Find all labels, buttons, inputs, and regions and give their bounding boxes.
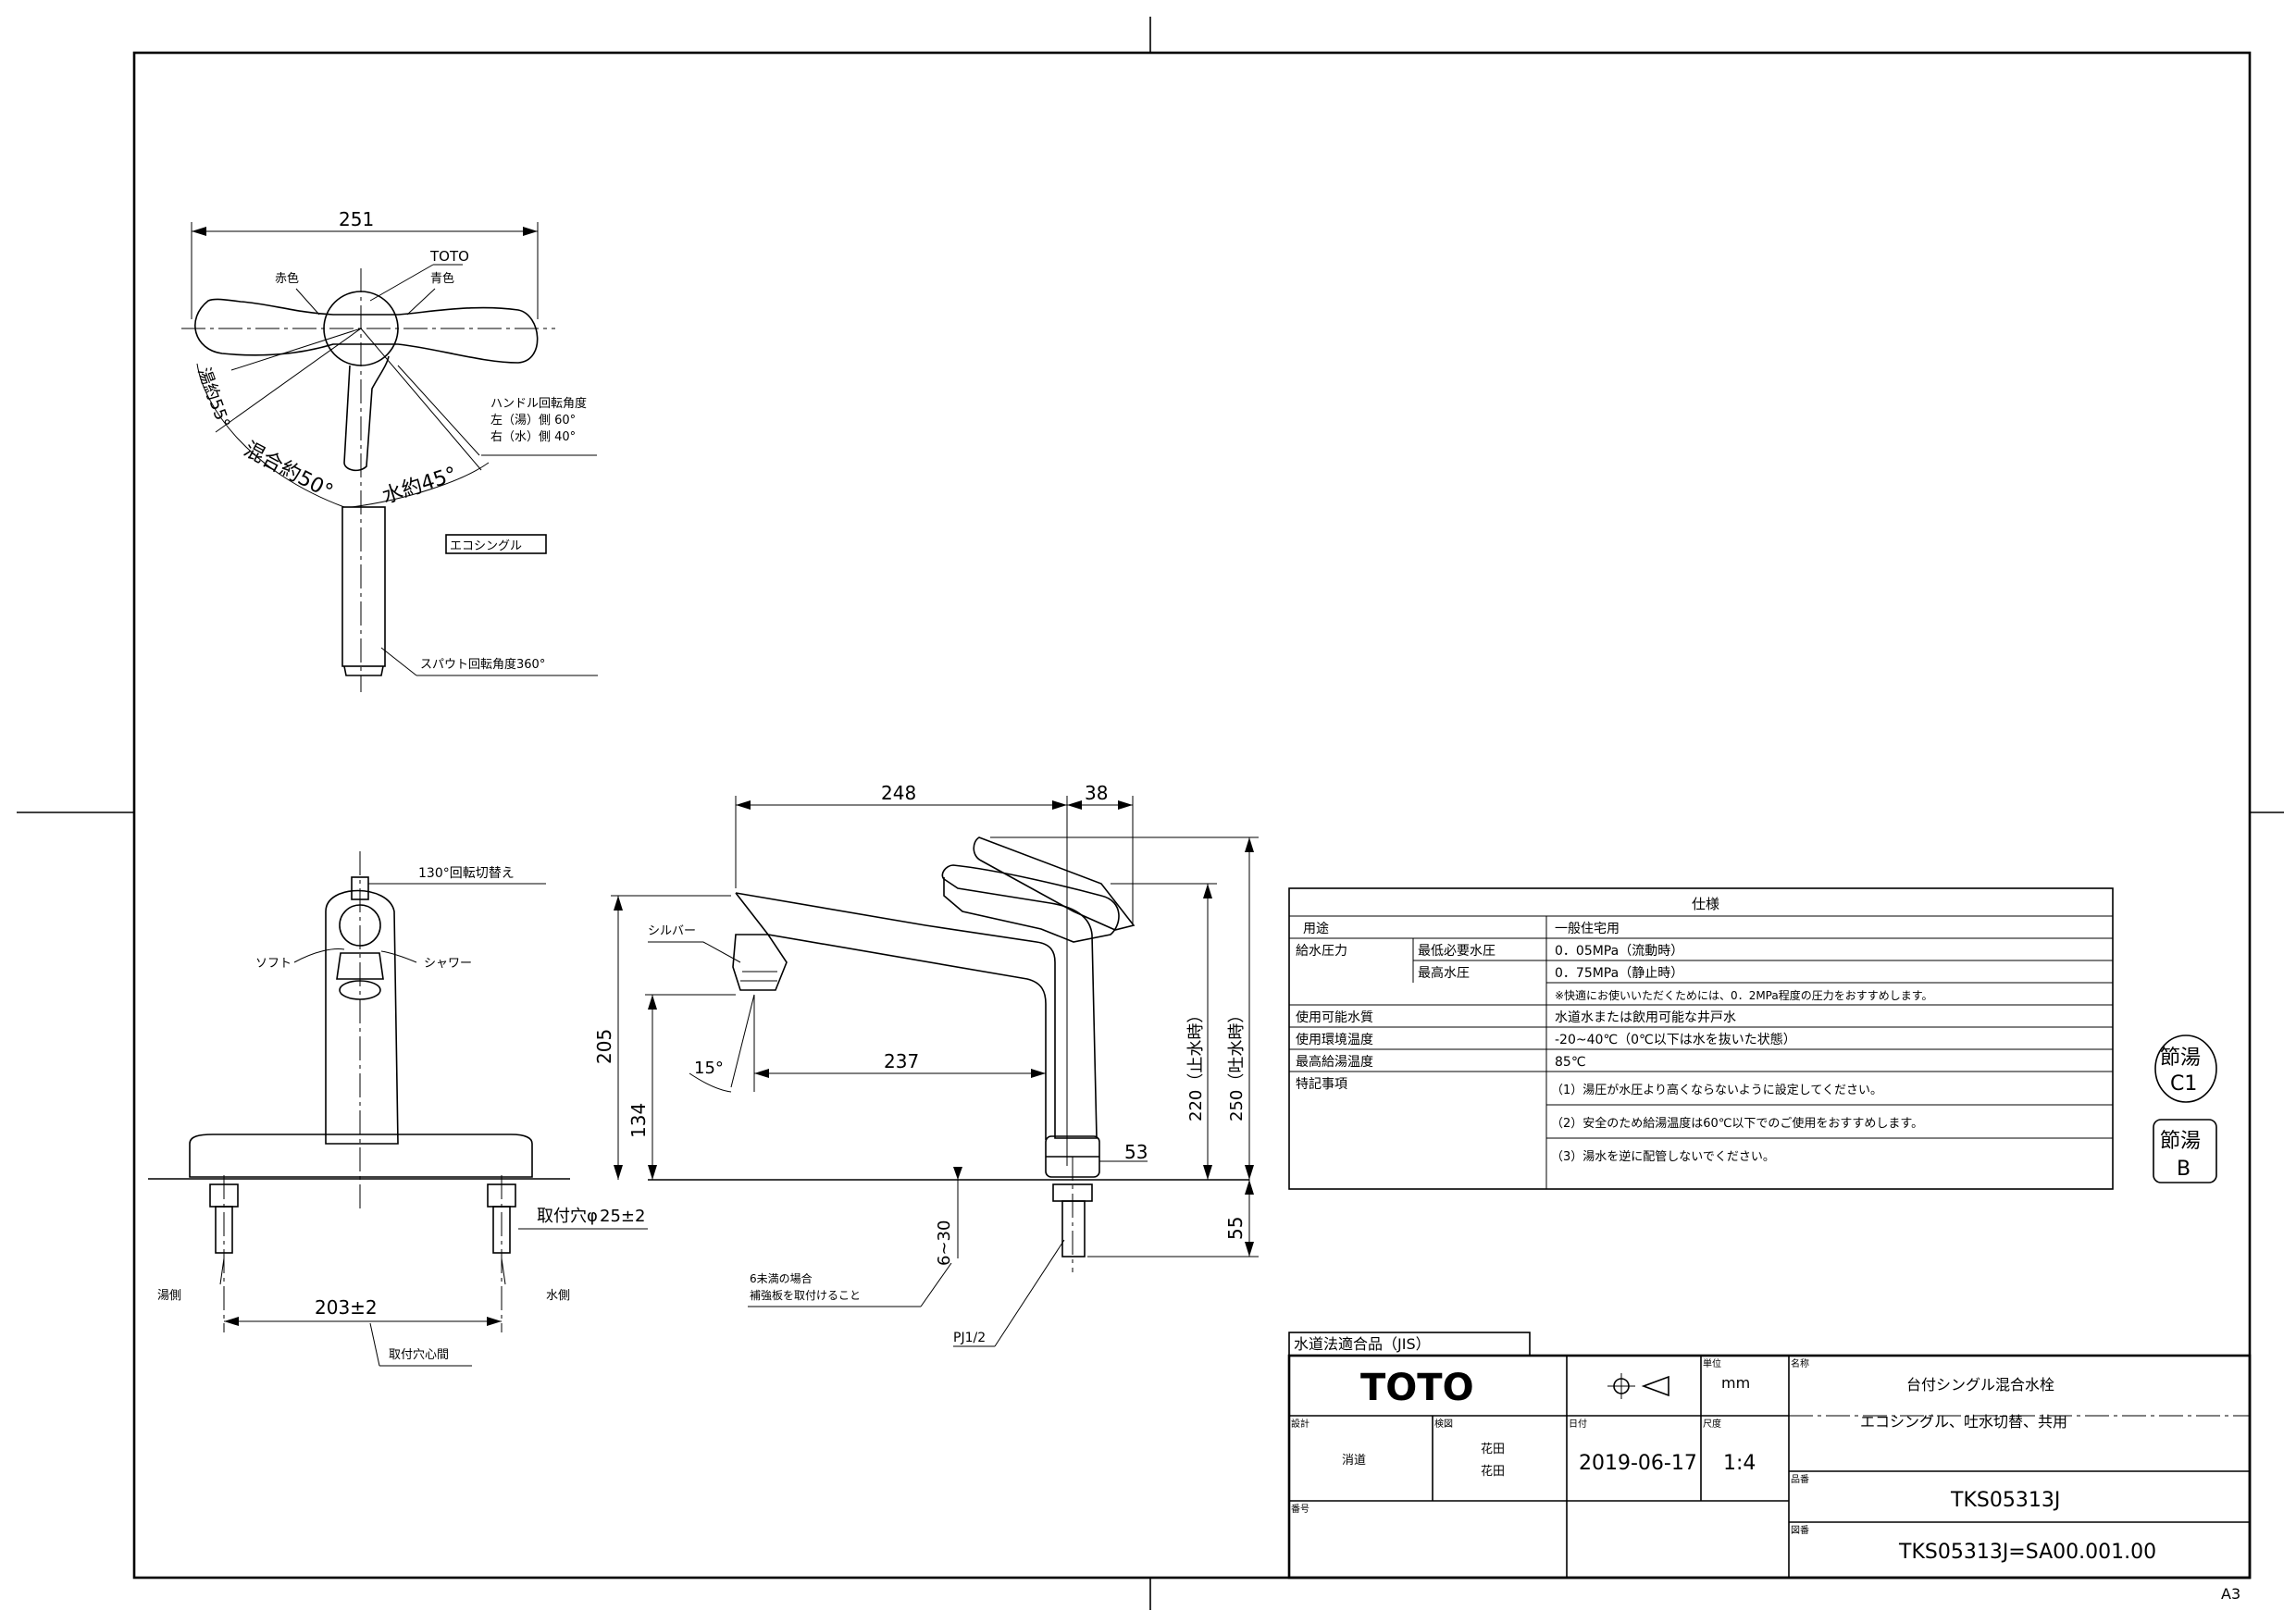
date-label: 日付 bbox=[1569, 1418, 1587, 1430]
soft-label: ソフト bbox=[255, 957, 292, 971]
spec-row-8-label: 特記事項 bbox=[1296, 1076, 1347, 1092]
scale-value: 1:4 bbox=[1723, 1452, 1756, 1475]
dim-250: 250（吐水時） bbox=[1227, 1007, 1247, 1121]
mix-angle-label: 混合約50° bbox=[240, 438, 336, 503]
designer-label: 設計 bbox=[1291, 1418, 1309, 1430]
checker-name-2: 花田 bbox=[1481, 1464, 1505, 1479]
model-label-tb: 品番 bbox=[1791, 1474, 1809, 1485]
mount-hole-value: 25±2 bbox=[600, 1207, 645, 1226]
spec-row-7-label: 最高給湯温度 bbox=[1296, 1054, 1373, 1070]
checker-label: 検図 bbox=[1434, 1418, 1453, 1430]
spec-row-9-value: （2）安全のため給湯温度は60℃以下でのご使用をおすすめします。 bbox=[1551, 1116, 1923, 1131]
drawing-label: 図番 bbox=[1791, 1525, 1809, 1536]
spec-row-1-label: 用途 bbox=[1303, 921, 1329, 936]
checker-name-1: 花田 bbox=[1481, 1442, 1505, 1456]
badge-1-top: 節湯 bbox=[2160, 1047, 2201, 1070]
hot-angle-label: 湯約55° bbox=[193, 365, 233, 431]
spec-row-3-sub: 最高水圧 bbox=[1418, 965, 1470, 981]
sheet-size-label: A3 bbox=[2221, 1585, 2240, 1603]
dim-251: 251 bbox=[339, 208, 374, 230]
switch-note: 130°回転切替え bbox=[418, 866, 515, 881]
spec-row-6-label: 使用環境温度 bbox=[1296, 1032, 1373, 1047]
dim-237: 237 bbox=[884, 1050, 919, 1072]
drawing-frame bbox=[17, 17, 2284, 1610]
dim-220: 220（止水時） bbox=[1186, 1007, 1206, 1121]
drawing-number: TKS05313J=SA00.001.00 bbox=[1898, 1541, 2156, 1564]
shower-label: シャワー bbox=[424, 957, 472, 971]
dim-134: 134 bbox=[627, 1103, 650, 1138]
spec-row-5-value: 水道水または飲用可能な井戸水 bbox=[1555, 1010, 1736, 1025]
setsuyu-c1-badge: 節湯 C1 bbox=[2154, 1035, 2217, 1103]
cold-color-label: 青色 bbox=[430, 271, 454, 286]
dim-38: 38 bbox=[1085, 782, 1108, 804]
toto-logo: TOTO bbox=[1360, 1367, 1474, 1409]
hot-color-label: 赤色 bbox=[275, 271, 299, 286]
spec-row-2-sub: 最低必要水圧 bbox=[1418, 944, 1496, 959]
spec-row-5-label: 使用可能水質 bbox=[1296, 1010, 1373, 1025]
model-number: TKS05313J bbox=[1950, 1489, 2060, 1512]
name-label: 名称 bbox=[1791, 1357, 1809, 1369]
handle-rotation-note-1: ハンドル回転角度 bbox=[490, 396, 587, 411]
spec-row-6-value: -20~40℃（0℃以下は水を抜いた状態） bbox=[1555, 1033, 1796, 1047]
unit-label: 単位 bbox=[1703, 1357, 1721, 1369]
spec-row-4-value: ※快適にお使いいただくためには、0．2MPa程度の圧力をおすすめします。 bbox=[1555, 988, 1933, 1002]
dim-248: 248 bbox=[881, 782, 916, 804]
dim-55: 55 bbox=[1224, 1217, 1247, 1240]
date-value: 2019-06-17 bbox=[1579, 1452, 1697, 1475]
setsuyu-b-badge: 節湯 B bbox=[2153, 1119, 2217, 1183]
scale-label: 尺度 bbox=[1703, 1418, 1721, 1430]
title-block: 水道法適合品（JIS） TOTO 単位 mm 名称 台付シングル混合水栓 エコシ… bbox=[1287, 1332, 2252, 1580]
jis-label: 水道法適合品（JIS） bbox=[1294, 1335, 1431, 1353]
hole-center-label: 取付穴心間 bbox=[389, 1348, 449, 1362]
spec-title: 仕様 bbox=[1692, 896, 1719, 912]
spec-row-2-label: 給水圧力 bbox=[1296, 944, 1347, 959]
spec-row-8-value: （1）湯圧が水圧より高くならないように設定してください。 bbox=[1551, 1083, 1882, 1097]
badge-1-bottom: C1 bbox=[2170, 1072, 2197, 1096]
product-name-sub: エコシングル、吐水切替、共用 bbox=[1860, 1413, 2067, 1431]
dim-205: 205 bbox=[593, 1029, 615, 1064]
number-label: 番号 bbox=[1291, 1504, 1309, 1515]
spec-row-7-value: 85℃ bbox=[1555, 1055, 1586, 1070]
badge-2-bottom: B bbox=[2177, 1158, 2191, 1181]
unit-value: mm bbox=[1721, 1374, 1750, 1392]
angle-15: 15° bbox=[694, 1059, 724, 1078]
handle-rotation-note-3: 右（水）側 40° bbox=[490, 430, 576, 444]
spec-row-3-value: 0．75MPa（静止時） bbox=[1555, 966, 1683, 981]
connection-label: PJ1/2 bbox=[953, 1331, 986, 1345]
handle-rotation-note-2: 左（湯）側 60° bbox=[490, 414, 576, 427]
spec-row-10-value: （3）湯水を逆に配管しないでください。 bbox=[1551, 1149, 1775, 1164]
silver-label: シルバー bbox=[648, 924, 696, 938]
side-view: 248 38 シルバー 205 134 237 bbox=[593, 782, 1259, 1347]
reinforcement-note-1: 6未満の場合 bbox=[750, 1271, 813, 1285]
spec-row-2-value: 0．05MPa（流動時） bbox=[1555, 944, 1683, 959]
reinforcement-note-2: 補強板を取付けること bbox=[750, 1289, 861, 1302]
product-name: 台付シングル混合水栓 bbox=[1906, 1376, 2054, 1394]
cold-angle-label: 水約45° bbox=[379, 463, 460, 508]
designer-name: 消道 bbox=[1342, 1454, 1366, 1468]
pitch-dim: 203±2 bbox=[315, 1296, 378, 1319]
spout-rotation-label: スパウト回転角度360° bbox=[420, 657, 545, 672]
spec-row-1-value: 一般住宅用 bbox=[1555, 922, 1620, 936]
thickness-dim: 6~30 bbox=[935, 1220, 954, 1266]
spec-table: 仕様 用途 一般住宅用 給水圧力 最低必要水圧 0．05MPa（流動時） 最高水… bbox=[1288, 887, 2114, 1190]
badge-2-top: 節湯 bbox=[2160, 1130, 2201, 1153]
model-label: エコシングル bbox=[450, 539, 522, 553]
dim-53: 53 bbox=[1124, 1141, 1148, 1163]
toto-mark-label: TOTO bbox=[429, 248, 469, 265]
cold-side-label: 水側 bbox=[546, 1289, 570, 1303]
hot-side-label: 湯側 bbox=[157, 1289, 181, 1303]
front-view: 130°回転切替え ソフト シャワー 取付穴φ 25±2 203±2 湯側 水側… bbox=[148, 851, 648, 1367]
mount-hole-label: 取付穴φ bbox=[537, 1207, 598, 1226]
top-view: 251 TOTO 赤色 青色 湯約55° 混合約50° 水約45° ハンドル回転… bbox=[181, 208, 598, 692]
